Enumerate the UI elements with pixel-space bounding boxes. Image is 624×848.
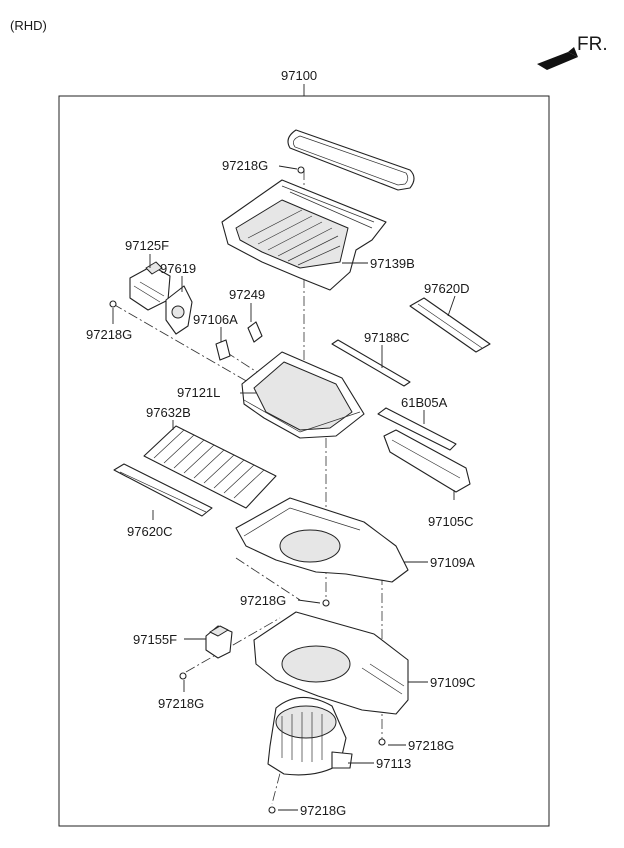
callout-97218G-bottom: 97218G [300, 803, 346, 818]
assembly-number: 97100 [281, 68, 317, 83]
callout-97218G-lowleft: 97218G [158, 696, 204, 711]
sponge-strip-part [377, 407, 457, 451]
blower-case-upper-part [235, 497, 409, 583]
callout-97188C: 97188C [364, 330, 410, 345]
actuator-part [129, 261, 171, 311]
callout-97620D: 97620D [424, 281, 470, 296]
variant-label: (RHD) [10, 18, 47, 33]
callout-97106A: 97106A [193, 312, 238, 327]
callout-labels: 97218G 97139B 97125F 97619 97249 97620D … [86, 158, 476, 818]
callout-97113: 97113 [376, 756, 411, 771]
link-part [215, 321, 263, 361]
assembly-frame [58, 95, 550, 827]
callout-97125F: 97125F [125, 238, 169, 253]
callout-97620C: 97620C [127, 524, 173, 539]
callout-97218G-right: 97218G [408, 738, 454, 753]
side-cover-part [383, 429, 471, 493]
seal-strip-part [331, 339, 411, 387]
screw-icon [378, 738, 386, 746]
seal-ring-part [287, 129, 415, 191]
blower-motor-part [267, 696, 353, 776]
leader-lines [112, 165, 456, 811]
callout-97109C: 97109C [430, 675, 476, 690]
upper-case-part [241, 351, 365, 439]
callout-97139B: 97139B [370, 256, 415, 271]
lever-part [165, 285, 193, 335]
callout-97632B: 97632B [146, 405, 191, 420]
front-direction-label: FR. [577, 34, 608, 55]
callout-97218G-left: 97218G [86, 327, 132, 342]
screw-icon [297, 166, 305, 174]
callout-97109A: 97109A [430, 555, 475, 570]
front-arrow-icon [537, 47, 578, 70]
callout-61B05A: 61B05A [401, 395, 448, 410]
filter-cover-part [409, 297, 491, 353]
screw-icon [268, 806, 276, 814]
callout-97218G-top: 97218G [222, 158, 268, 173]
callout-97249: 97249 [229, 287, 265, 302]
resistor-part [205, 625, 233, 659]
callout-97121L: 97121L [177, 385, 220, 400]
callout-97105C: 97105C [428, 514, 474, 529]
lower-filter-cover-part [113, 463, 213, 517]
screw-icon [179, 672, 187, 680]
callout-97155F: 97155F [133, 632, 177, 647]
screw-icon [322, 599, 330, 607]
cabin-filter-part [143, 425, 277, 509]
intake-duct-part [221, 179, 387, 291]
callout-97218G-mid: 97218G [240, 593, 286, 608]
scroll-case-part [253, 611, 409, 715]
screw-icon [109, 300, 117, 308]
callout-97619: 97619 [160, 261, 196, 276]
